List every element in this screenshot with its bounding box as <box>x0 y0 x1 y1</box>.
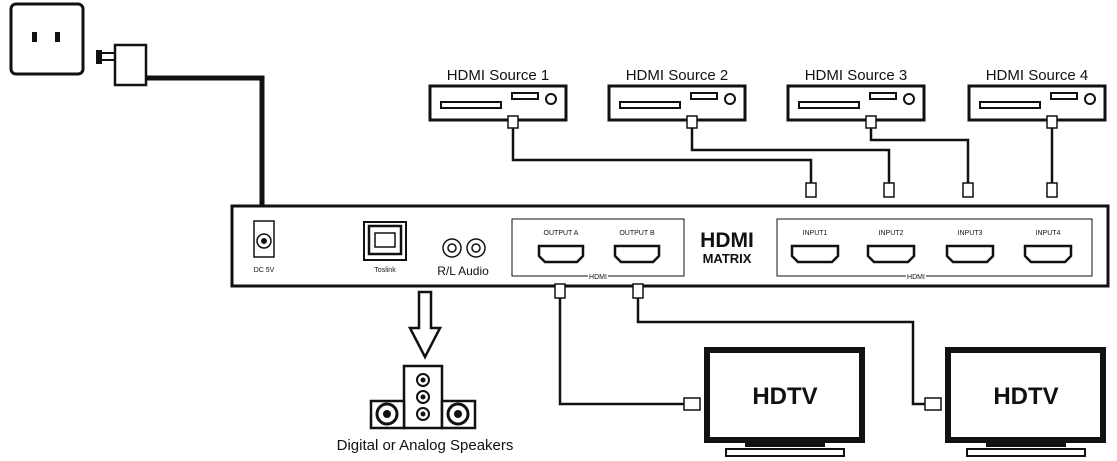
output-a-cable <box>558 298 690 406</box>
hdmi-source-2 <box>607 84 747 122</box>
audio-output-arrow <box>407 290 443 360</box>
source-label-3: HDMI Source 3 <box>805 67 908 84</box>
wall-outlet <box>9 2 85 76</box>
speakers-icon <box>369 364 477 430</box>
brand-hdmi: HDMI <box>700 229 754 252</box>
rca-audio-jacks <box>442 238 486 258</box>
source-label-4: HDMI Source 4 <box>986 67 1089 84</box>
input-3-label: INPUT3 <box>958 230 983 237</box>
power-adapter-plug <box>96 43 148 87</box>
output-b-port <box>613 244 661 264</box>
input-group-label: HDMI <box>907 274 925 281</box>
input-4-port <box>1023 244 1073 264</box>
hdmi-source-4 <box>967 84 1107 122</box>
dc-power-jack <box>253 220 275 258</box>
rl-audio-label: R/L Audio <box>437 264 489 278</box>
hdtv-1-label: HDTV <box>752 383 817 410</box>
source-cable-plugs <box>507 115 1058 198</box>
output-a-port <box>537 244 585 264</box>
source-label-1: HDMI Source 1 <box>447 67 550 84</box>
output-b-label: OUTPUT B <box>619 230 655 237</box>
output-b-cable <box>636 298 931 406</box>
toslink-label: Toslink <box>374 267 396 274</box>
power-cable <box>146 75 265 208</box>
hdtv-2-label: HDTV <box>993 383 1058 410</box>
hdmi-source-3 <box>786 84 926 122</box>
toslink-port <box>363 221 407 261</box>
input-1-port <box>790 244 840 264</box>
output-a-label: OUTPUT A <box>544 230 579 237</box>
speakers-label: Digital or Analog Speakers <box>337 437 514 454</box>
dc-power-label: DC 5V <box>254 267 275 274</box>
input-2-label: INPUT2 <box>879 230 904 237</box>
source-label-2: HDMI Source 2 <box>626 67 729 84</box>
hdtv-1 <box>704 347 865 457</box>
input-2-port <box>866 244 916 264</box>
input-4-label: INPUT4 <box>1036 230 1061 237</box>
hdtv-2 <box>945 347 1106 457</box>
input-3-port <box>945 244 995 264</box>
hdmi-source-1 <box>428 84 568 122</box>
hdtv-cable-plugs <box>683 397 942 411</box>
input-1-label: INPUT1 <box>803 230 828 237</box>
brand-matrix: MATRIX <box>703 251 752 266</box>
output-group-label: HDMI <box>589 274 607 281</box>
source-cables <box>511 126 1054 186</box>
